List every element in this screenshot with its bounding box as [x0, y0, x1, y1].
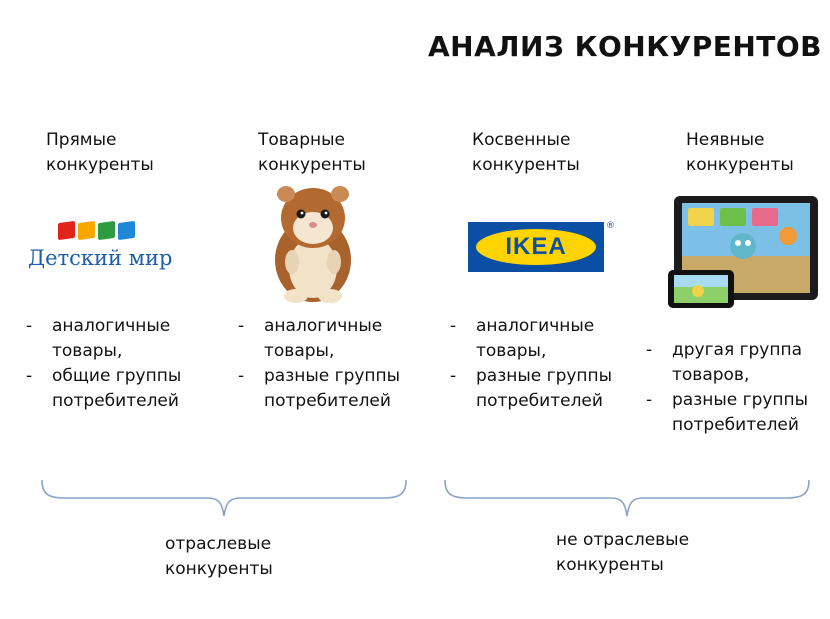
logo-block-orange [78, 220, 95, 241]
list-item: -аналогичные товары, [238, 316, 383, 361]
list-item: -другая группа товаров, [646, 340, 803, 385]
bullet-list-product: -аналогичные товары, -разные группы потр… [238, 314, 428, 414]
list-item: -общие группы потребителей [26, 366, 182, 411]
column-heading-product: Товарные конкуренты [258, 130, 366, 175]
ikea-logo-text: IKEA [505, 233, 567, 260]
hamster-toy-image [275, 186, 351, 303]
ikea-logo: IKEA [468, 222, 604, 272]
brace-non-industry [444, 479, 810, 517]
bullet-list-implicit: -другая группа товаров, -разные группы п… [646, 338, 828, 438]
tablet-phone-image [668, 196, 818, 308]
brace-industry [41, 479, 407, 517]
group-label-industry: отраслевые конкуренты [165, 534, 273, 579]
detskiy-mir-logo: Детский мир [28, 220, 178, 278]
column-heading-direct: Прямые конкуренты [46, 130, 154, 175]
logo-block-green [98, 220, 115, 241]
list-item: -аналогичные товары, [26, 316, 171, 361]
bullet-list-indirect: -аналогичные товары, -разные группы потр… [450, 314, 640, 414]
page-title: АНАЛИЗ КОНКУРЕНТОВ [428, 30, 823, 63]
detskiy-mir-logo-text: Детский мир [28, 246, 173, 270]
list-item: -аналогичные товары, [450, 316, 595, 361]
bullet-list-direct: -аналогичные товары, -общие группы потре… [26, 314, 216, 414]
list-item: -разные группы потребителей [238, 366, 401, 411]
column-heading-implicit: Неявные конкуренты [686, 130, 794, 175]
ikea-registered-mark: ® [606, 221, 615, 231]
logo-block-blue [118, 220, 135, 241]
ikea-logo-oval [476, 229, 596, 265]
logo-block-red [58, 220, 75, 241]
column-heading-indirect: Косвенные конкуренты [472, 130, 580, 175]
list-item: -разные группы потребителей [646, 390, 809, 435]
group-label-non-industry: не отраслевые конкуренты [556, 530, 690, 575]
list-item: -разные группы потребителей [450, 366, 613, 411]
